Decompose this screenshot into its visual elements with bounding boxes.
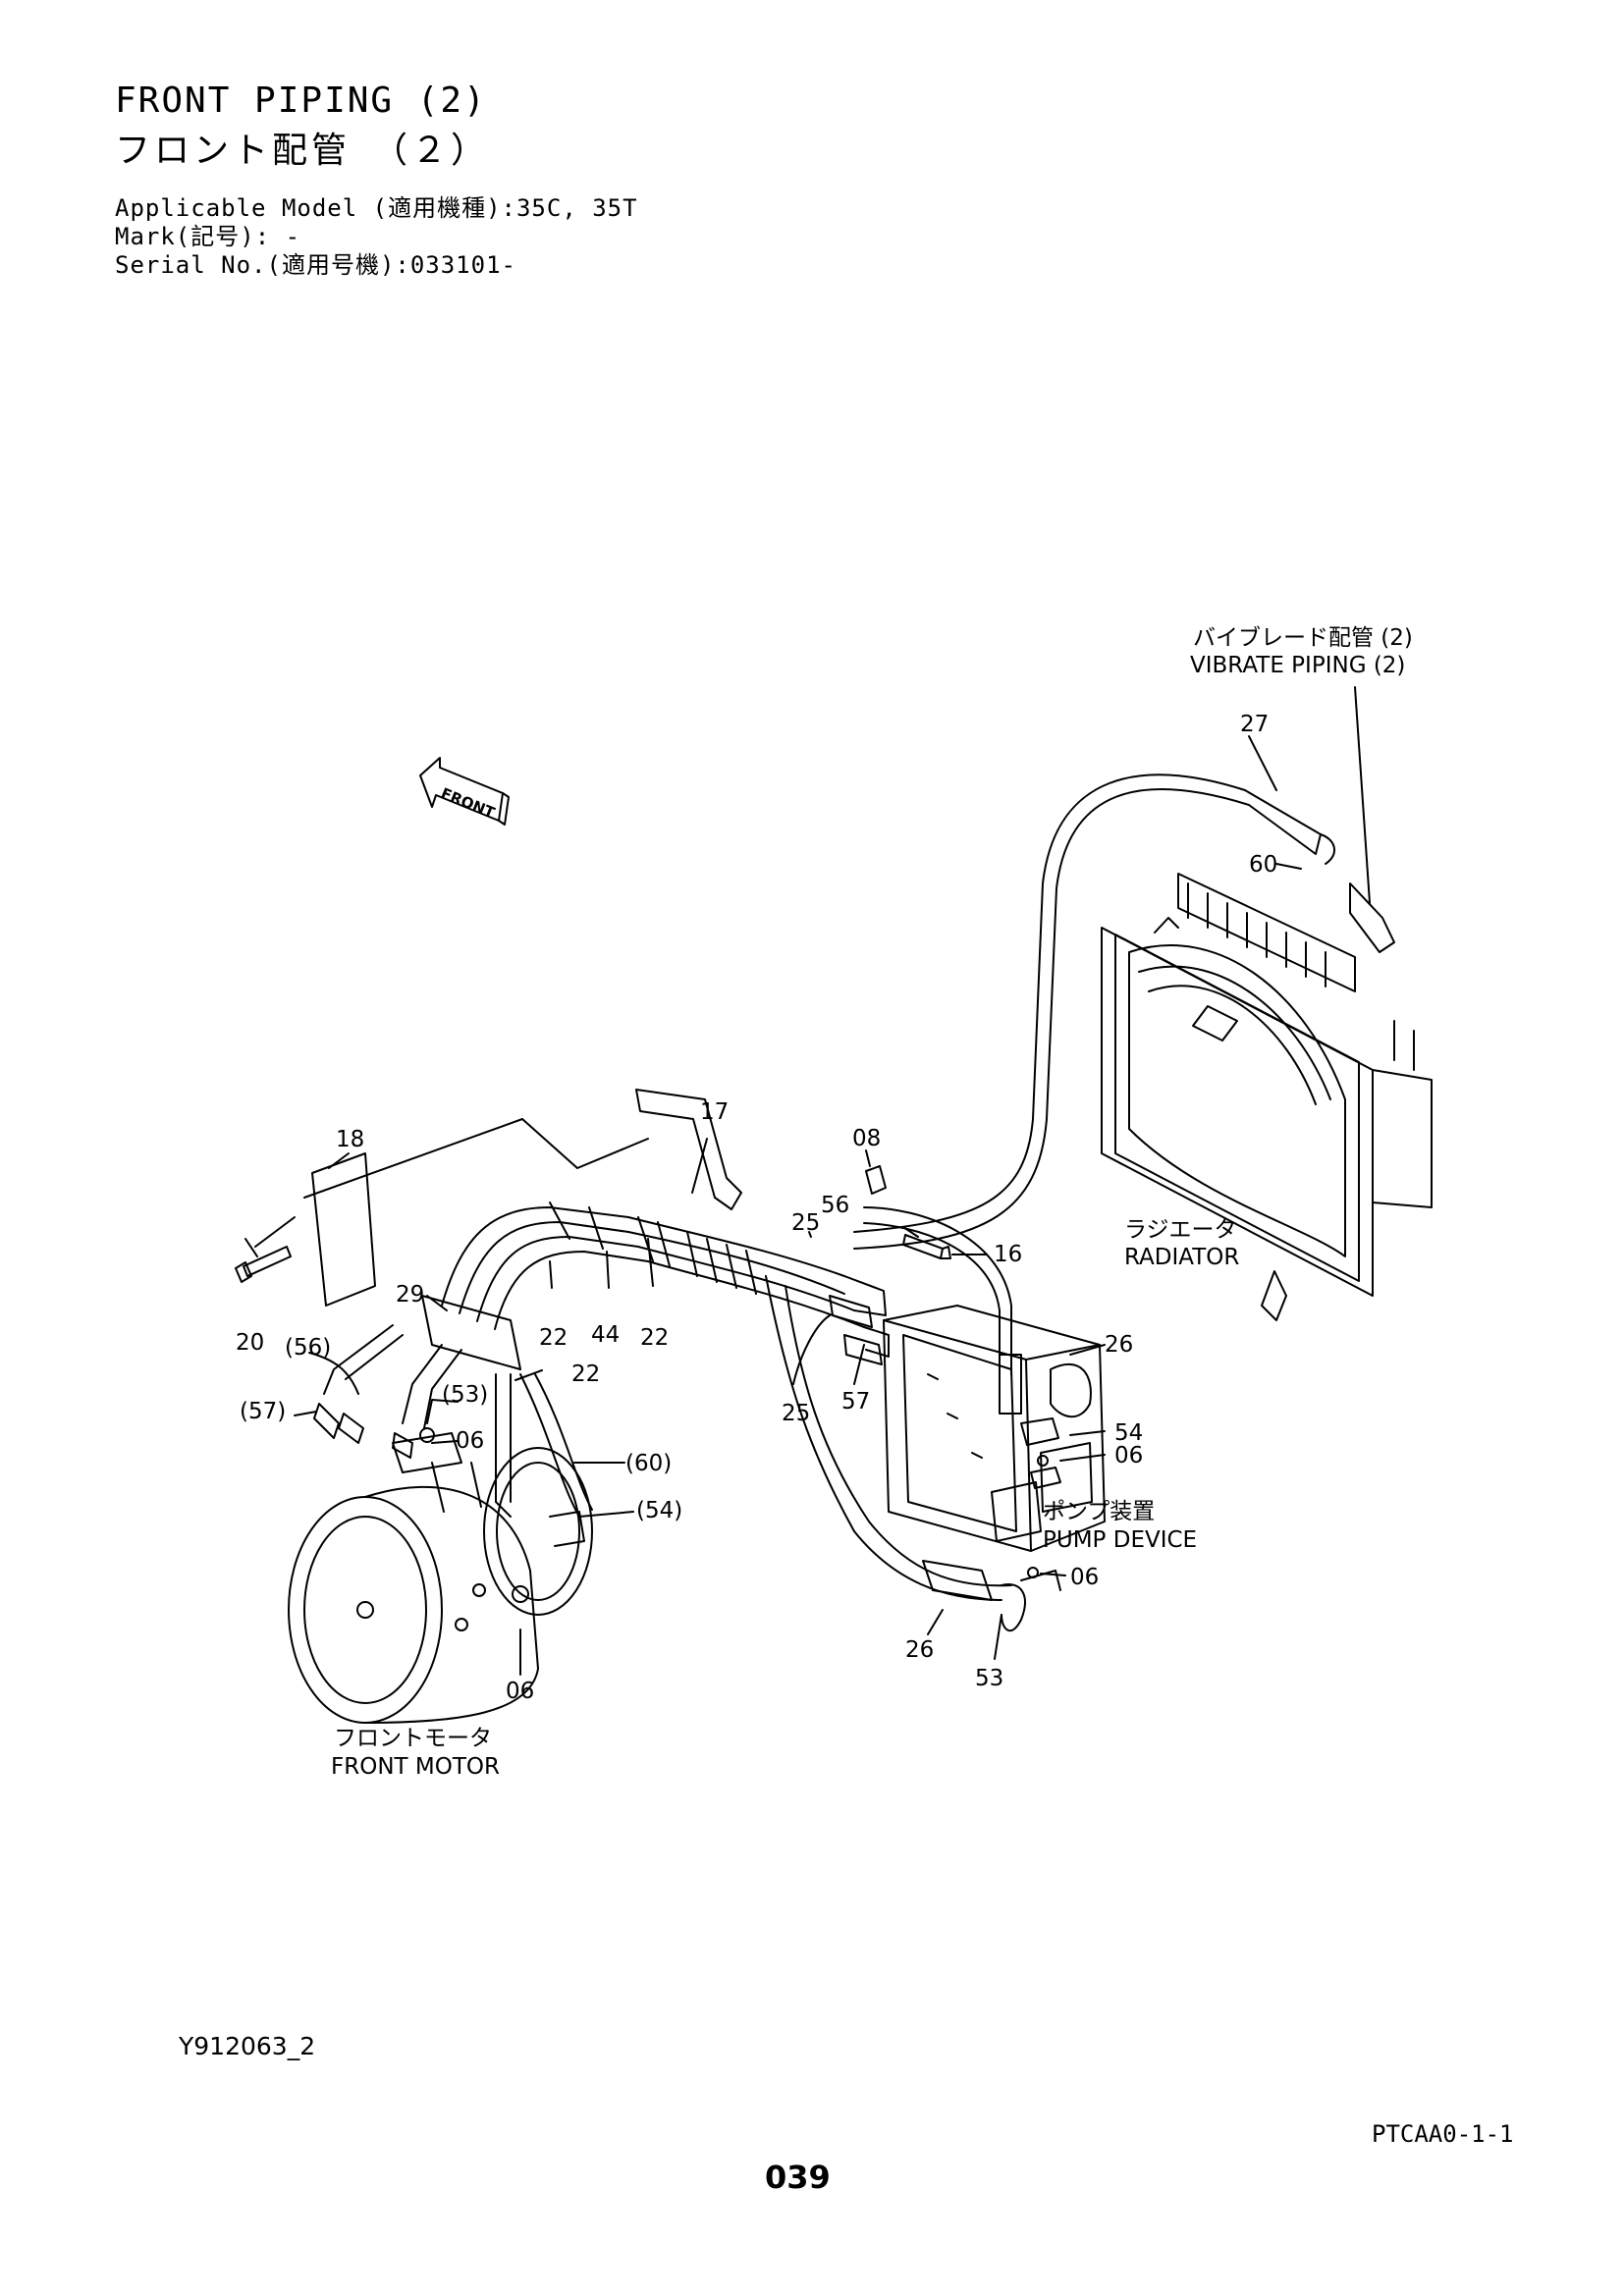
- callout-26-upper: 26: [1105, 1332, 1133, 1358]
- callout-54-reference: (54): [636, 1498, 682, 1523]
- bracket-17: [521, 1089, 742, 1210]
- page-title: FRONT PIPING (2): [115, 80, 487, 121]
- callout-17: 17: [700, 1099, 729, 1125]
- callout-56-reference: (56): [285, 1335, 331, 1361]
- callout-53-reference: (53): [442, 1382, 488, 1408]
- callout-22-clamp-right: 22: [640, 1325, 669, 1351]
- hose-bundle: [323, 1201, 1061, 1632]
- callout-22-clamp-left: 22: [539, 1325, 568, 1351]
- radiator: [1101, 873, 1433, 1321]
- front-motor-caption-jp: フロントモータ: [334, 1726, 492, 1751]
- callout-27: 27: [1240, 712, 1269, 737]
- callout-44: 44: [591, 1322, 620, 1348]
- fittings: [313, 1165, 1061, 1578]
- callout-29: 29: [396, 1282, 424, 1308]
- callout-26-lower: 26: [905, 1637, 934, 1663]
- pump-device-caption-en: PUMP DEVICE: [1043, 1527, 1197, 1553]
- drawing-code: Y912063_2: [179, 2032, 316, 2060]
- callout-57: 57: [841, 1389, 870, 1415]
- callout-53: 53: [975, 1666, 1003, 1691]
- callout-06-motor-upper: 06: [456, 1428, 484, 1454]
- callout-06-pump-upper: 06: [1114, 1443, 1143, 1468]
- callout-60: 60: [1249, 852, 1277, 878]
- sheet-code: PTCAA0-1-1: [1372, 2120, 1514, 2148]
- callout-54: 54: [1114, 1420, 1143, 1446]
- callout-06-motor-lower: 06: [506, 1679, 534, 1704]
- vibrate-piping-caption-en: VIBRATE PIPING (2): [1190, 653, 1405, 678]
- callout-20: 20: [236, 1330, 264, 1356]
- callout-22-clamp-lower: 22: [571, 1362, 600, 1387]
- bolts: [235, 1234, 951, 1283]
- radiator-caption-en: RADIATOR: [1124, 1245, 1239, 1270]
- page-number: 039: [765, 2159, 831, 2196]
- callout-60-reference: (60): [625, 1451, 672, 1476]
- callout-18: 18: [336, 1127, 364, 1152]
- applicable-model-line: Applicable Model (適用機種):35C, 35T: [115, 194, 638, 222]
- callout-25-lower: 25: [782, 1401, 810, 1426]
- callout-08: 08: [852, 1126, 881, 1151]
- radiator-caption-jp: ラジエータ: [1124, 1217, 1237, 1243]
- cover-plate-18: [244, 1118, 523, 1307]
- vibrate-piping-caption-jp: バイブレード配管 (2): [1193, 625, 1413, 651]
- front-motor-caption-en: FRONT MOTOR: [331, 1754, 500, 1780]
- front-arrow-label: FRONT: [439, 784, 499, 822]
- callout-16: 16: [994, 1242, 1022, 1267]
- callout-25: 25: [791, 1210, 820, 1236]
- callout-56: 56: [821, 1193, 849, 1218]
- serial-number-line: Serial No.(適用号機):033101-: [115, 251, 516, 279]
- callout-06-pump-lower: 06: [1070, 1565, 1099, 1590]
- front-direction-arrow: [419, 757, 510, 826]
- callout-57-reference: (57): [240, 1399, 286, 1424]
- leader-lines: [294, 735, 1302, 1676]
- page-title-japanese: フロント配管 （２）: [115, 131, 491, 171]
- front-motor: [288, 1432, 593, 1724]
- pump-device-caption-jp: ポンプ装置: [1043, 1499, 1155, 1524]
- pump-device: [883, 1305, 1106, 1552]
- mark-line: Mark(記号): -: [115, 223, 301, 250]
